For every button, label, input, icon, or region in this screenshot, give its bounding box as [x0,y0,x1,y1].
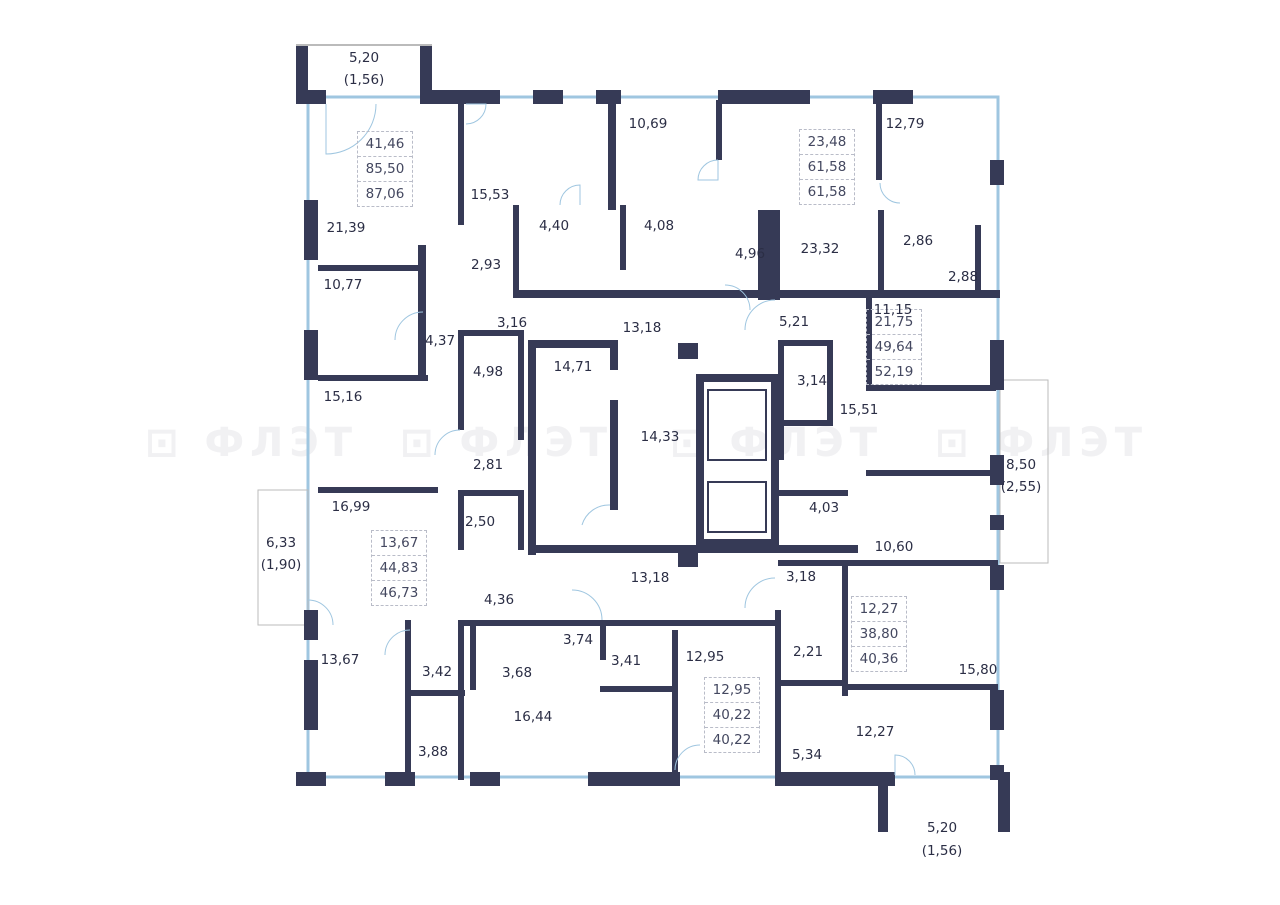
balcony-area: 5,20 [348,50,380,66]
room-area-label: 3,74 [562,632,594,648]
living-area: 23,48 [800,130,854,155]
watermark-logo: ⊡ ФЛЭТ [935,420,1148,466]
room-area-label: 3,18 [785,569,817,585]
living-area: 12,95 [705,678,759,703]
room-area-label: 15,51 [839,402,879,418]
living-area: 13,67 [372,531,426,556]
total-area: 49,64 [867,335,921,360]
room-area-label: 3,88 [417,744,449,760]
room-area-label: 2,88 [947,269,979,285]
balcony-reduced-area: (1,56) [921,843,963,859]
balcony-area: 6,33 [265,535,297,551]
living-area: 41,46 [358,132,412,157]
total-area-with-balcony: 52,19 [874,364,914,380]
room-area-label: 10,69 [628,116,668,132]
room-area-label: 3,16 [496,315,528,331]
room-area-label: 4,98 [472,364,504,380]
room-area-label: 5,34 [791,747,823,763]
room-area-label: 4,03 [808,500,840,516]
room-area-label: 12,95 [685,649,725,665]
total-area-with-balcony: 40,22 [712,732,752,748]
room-area-label: 3,68 [501,665,533,681]
room-area-label: 16,99 [331,499,371,515]
room-area-label: 2,50 [464,514,496,530]
total-area: 85,50 [358,157,412,182]
balcony-area: 5,20 [926,820,958,836]
room-area-label: 15,80 [958,662,998,678]
walls [296,44,1010,832]
room-area-label: 2,93 [470,257,502,273]
total-area-with-balcony: 61,58 [807,184,847,200]
room-area-label: 2,21 [792,644,824,660]
total-area-with-balcony: 40,36 [859,651,899,667]
room-area-label: 11,15 [873,302,913,318]
room-area-label: 4,36 [483,592,515,608]
room-area-label: 14,71 [553,359,593,375]
room-area-label: 3,41 [610,653,642,669]
total-area: 61,58 [800,155,854,180]
total-area: 38,80 [852,622,906,647]
doors [307,103,916,776]
living-area: 12,27 [852,597,906,622]
room-area-label: 12,79 [885,116,925,132]
balcony-reduced-area: (2,55) [1000,479,1042,495]
total-area-with-balcony: 46,73 [379,585,419,601]
room-area-label: 16,44 [513,709,553,725]
living-area: 21,75 [867,310,921,335]
room-area-label: 2,86 [902,233,934,249]
room-area-label: 10,60 [874,539,914,555]
room-area-label: 23,32 [800,241,840,257]
room-area-label: 10,77 [323,277,363,293]
total-area: 40,22 [705,703,759,728]
room-area-label: 13,67 [320,652,360,668]
room-area-label: 13,18 [622,320,662,336]
watermark-logo: ⊡ ФЛЭТ [400,420,613,466]
room-area-label: 4,40 [538,218,570,234]
room-area-label: 13,18 [630,570,670,586]
room-area-label: 3,14 [796,373,828,389]
total-area-with-balcony: 87,06 [365,186,405,202]
room-area-label: 21,39 [326,220,366,236]
room-area-label: 2,81 [472,457,504,473]
room-area-label: 12,27 [855,724,895,740]
room-area-label: 15,16 [323,389,363,405]
room-area-label: 5,21 [778,314,810,330]
balcony-reduced-area: (1,90) [260,557,302,573]
room-area-label: 15,53 [470,187,510,203]
watermark-logo: ⊡ ФЛЭТ [145,420,358,466]
room-area-label: 4,08 [643,218,675,234]
balcony-area: 8,50 [1005,457,1037,473]
balcony-reduced-area: (1,56) [343,72,385,88]
room-area-label: 14,33 [640,429,680,445]
room-area-label: 4,96 [734,246,766,262]
room-area-label: 4,37 [424,333,456,349]
total-area: 44,83 [372,556,426,581]
room-area-label: 3,42 [421,664,453,680]
